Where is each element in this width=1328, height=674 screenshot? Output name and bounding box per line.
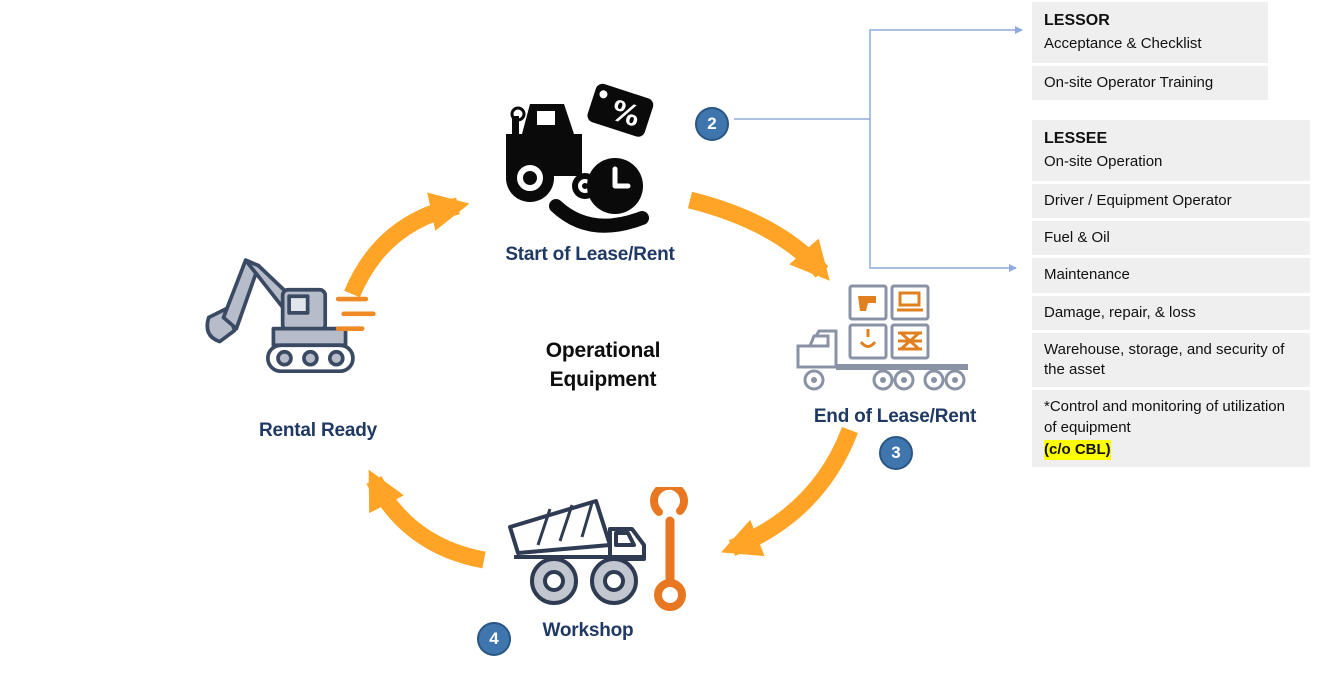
dump-truck-wrench-icon	[498, 487, 703, 617]
step-badge-4: 4	[477, 622, 511, 656]
lessee-row: Driver / Equipment Operator	[1032, 183, 1310, 219]
lessee-row: Fuel & Oil	[1032, 221, 1310, 256]
truck-cargo-icon	[788, 282, 976, 400]
lessee-panel: LESSEE On-site Operation Driver / Equipm…	[1032, 120, 1310, 468]
tractor-lease-icon: %	[492, 76, 677, 241]
lessee-subtitle: On-site Operation	[1044, 152, 1163, 170]
arrow-end-to-workshop	[721, 426, 858, 557]
lessee-title: LESSEE	[1044, 130, 1108, 147]
rental-ready-label: Rental Ready	[259, 420, 377, 441]
end-of-lease-label: End of Lease/Rent	[813, 406, 977, 427]
step-badge-2: 2	[695, 107, 729, 141]
start-of-lease-label: Start of Lease/Rent	[505, 244, 675, 265]
lessee-row: Maintenance	[1032, 258, 1310, 293]
operational-equipment-label: Operational Equipment	[545, 339, 661, 392]
footnote-highlight: (c/o CBL)	[1044, 439, 1111, 461]
connector-badge2-to-maintenance	[869, 119, 1017, 272]
footnote-text: *Control and monitoring of utilization o…	[1044, 398, 1285, 436]
lessee-row: Warehouse, storage, and security of the …	[1032, 332, 1310, 388]
lessor-subtitle: Acceptance & Checklist	[1044, 34, 1202, 52]
arrow-workshop-to-rental	[366, 469, 486, 569]
lessor-panel: LESSOR Acceptance & Checklist On-site Op…	[1032, 2, 1268, 101]
lessor-row: On-site Operator Training	[1032, 65, 1268, 101]
workshop-label: Workshop	[542, 620, 634, 641]
connector-badge2-to-lessor	[734, 26, 1023, 120]
lessee-header: LESSEE On-site Operation	[1032, 120, 1310, 181]
lessor-title: LESSOR	[1044, 12, 1110, 29]
arrow-start-to-end	[687, 191, 830, 281]
lessee-row-footnote: *Control and monitoring of utilization o…	[1032, 390, 1310, 468]
lessee-row: Damage, repair, & loss	[1032, 295, 1310, 330]
step-badge-3: 3	[879, 436, 913, 470]
lessor-header: LESSOR Acceptance & Checklist	[1032, 2, 1268, 63]
excavator-icon	[192, 244, 377, 404]
price-tag: %	[587, 83, 654, 137]
